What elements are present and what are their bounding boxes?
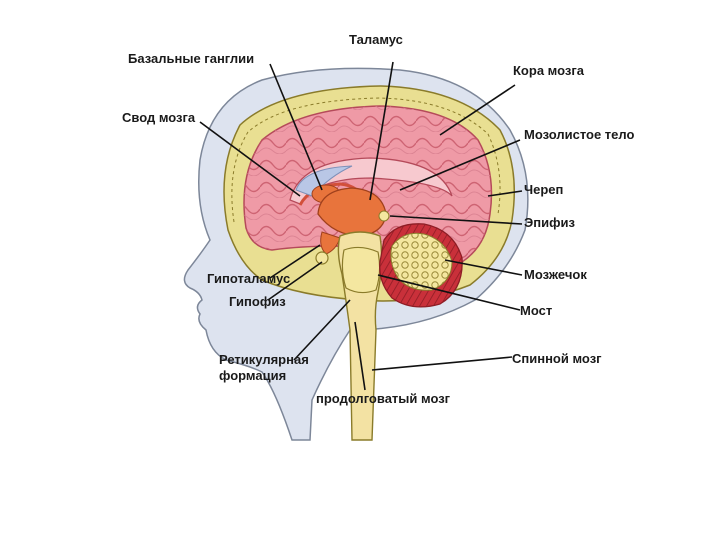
label-skull: Череп — [524, 182, 563, 197]
label-medulla: продолговатый мозг — [316, 391, 450, 406]
label-corpus-callosum: Мозолистое тело — [524, 127, 634, 142]
label-spinal-cord: Спинной мозг — [512, 351, 602, 366]
label-reticular-2: формация — [219, 368, 286, 383]
label-thalamus: Таламус — [349, 32, 403, 47]
label-basal-ganglia: Базальные ганглии — [128, 51, 254, 66]
pons-body — [342, 247, 379, 292]
label-pituitary: Гипофиз — [229, 294, 286, 309]
label-cerebellum: Мозжечок — [524, 267, 587, 282]
label-hypothalamus: Гипоталамус — [207, 271, 290, 286]
label-reticular-1: Ретикулярная — [219, 352, 309, 367]
label-cortex: Кора мозга — [513, 63, 584, 78]
label-pineal: Эпифиз — [524, 215, 575, 230]
label-fornix: Свод мозга — [122, 110, 195, 125]
label-pons: Мост — [520, 303, 552, 318]
pineal-gland — [379, 211, 389, 221]
